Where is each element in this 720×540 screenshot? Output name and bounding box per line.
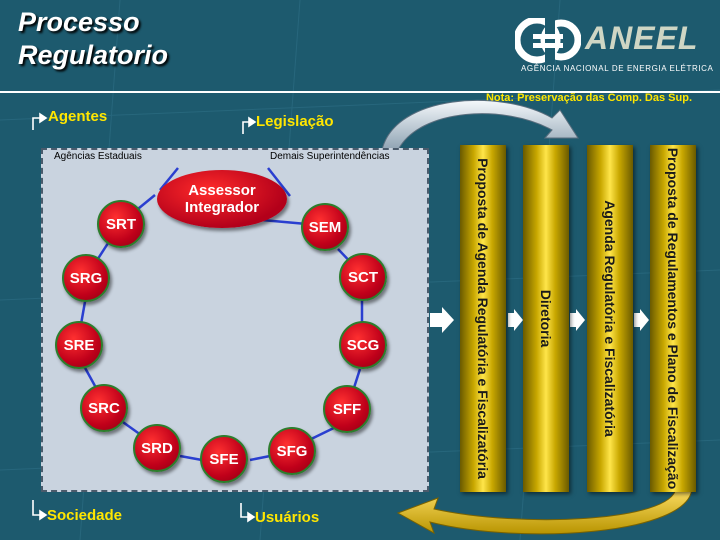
node-sfg: SFG (268, 427, 316, 475)
logo-wordmark: ANEEL (585, 20, 699, 56)
caption-demais-superintendencias: Demais Superintendências (270, 151, 390, 162)
column-agenda-label: Agenda Regulatória e Fiscalizatória (602, 200, 619, 437)
node-srt: SRT (97, 200, 145, 248)
node-srd: SRD (133, 424, 181, 472)
node-scg: SCG (339, 321, 387, 369)
node-sfe: SFE (200, 435, 248, 483)
column-diretoria-label: Diretoria (538, 289, 555, 348)
node-srg: SRG (62, 254, 110, 302)
header-divider (0, 91, 720, 93)
label-usuarios: Usuários (255, 509, 320, 526)
label-sociedade: Sociedade (47, 507, 123, 524)
label-legislacao: Legislação (256, 113, 334, 130)
title-line-2: Regulatorio (18, 40, 169, 70)
column-agenda: Agenda Regulatória e Fiscalizatória (587, 145, 633, 492)
node-sre: SRE (55, 321, 103, 369)
assessor-integrador-node: Assessor Integrador (157, 170, 287, 228)
column-proposta-regulamentos: Proposta de Regulamentos e Plano de Fisc… (650, 145, 696, 492)
logo-subtitle: AGÊNCIA NACIONAL DE ENERGIA ELÉTRICA (521, 64, 714, 73)
column-diretoria: Diretoria (523, 145, 569, 492)
aneel-logo: ANEEL AGÊNCIA NACIONAL DE ENERGIA ELÉTRI… (515, 12, 714, 82)
label-agentes: Agentes (48, 108, 108, 125)
node-sct: SCT (339, 253, 387, 301)
title-line-1: Processo (18, 7, 140, 37)
node-sem: SEM (301, 203, 349, 251)
column-proposta-agenda: Proposta de Agenda Regulatória e Fiscali… (460, 145, 506, 492)
node-src: SRC (80, 384, 128, 432)
slide-title: Processo Regulatorio (18, 6, 168, 72)
caption-agencias-estaduais: Agências Estaduais (54, 151, 142, 162)
column-proposta-agenda-label: Proposta de Agenda Regulatória e Fiscali… (475, 158, 492, 479)
column-proposta-regulamentos-label: Proposta de Regulamentos e Plano de Fisc… (665, 147, 682, 490)
node-sff: SFF (323, 385, 371, 433)
note-text: Nota: Preservação das Comp. Das Sup. (485, 92, 692, 104)
slide-header: Processo Regulatorio ANEEL AGÊNCIA NACIO… (0, 0, 720, 92)
aneel-emblem-icon (515, 18, 581, 64)
